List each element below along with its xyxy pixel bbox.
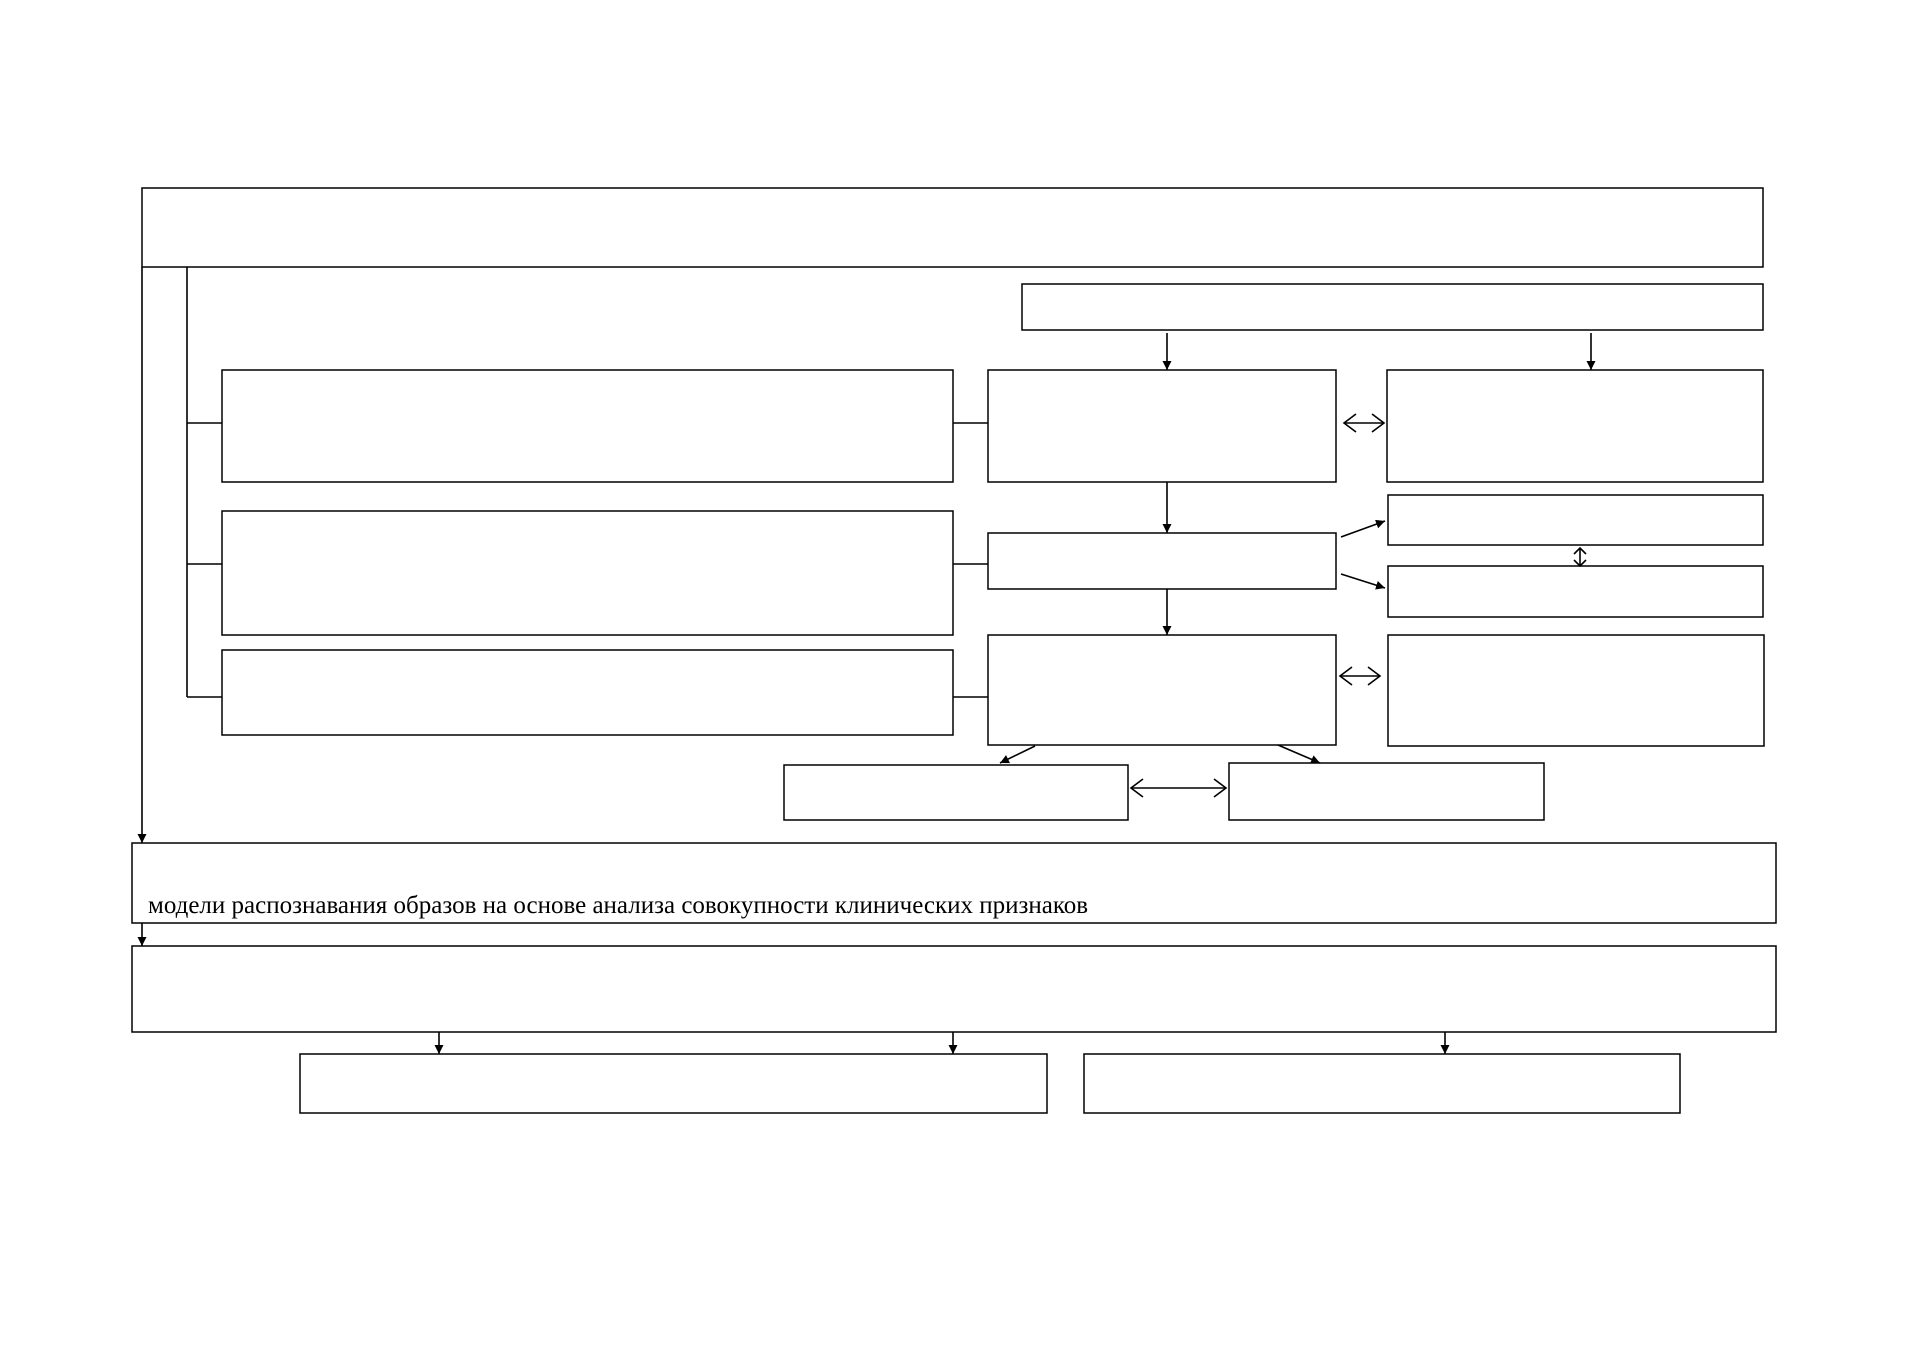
center-box-1	[987, 369, 1337, 483]
pattern-recognition-box	[131, 842, 1777, 924]
left-box-1	[221, 369, 954, 483]
double-arrow-bottom-mid	[1129, 778, 1228, 798]
center-box-2	[987, 532, 1337, 590]
vertical-double-arrow	[1573, 546, 1587, 568]
right-box-1	[1386, 369, 1764, 483]
right-small-box-2	[1387, 565, 1764, 618]
top-banner-box	[141, 187, 1764, 268]
double-arrow-row-3	[1338, 666, 1382, 686]
arrow-center-2-to-small-1	[1340, 519, 1386, 538]
arrow-center-3-to-bottom-left	[999, 745, 1036, 764]
bottom-right-box	[1083, 1053, 1681, 1114]
wide-box-lower	[131, 945, 1777, 1033]
arrow-center-3-to-bottom-right	[1277, 744, 1321, 764]
bottom-left-box	[299, 1053, 1048, 1114]
right-box-3	[1387, 634, 1765, 747]
center-box-3	[987, 634, 1337, 746]
bottom-mid-right-box	[1228, 762, 1545, 821]
left-box-2	[221, 510, 954, 636]
pattern-recognition-label: модели распознавания образов на основе а…	[148, 892, 1088, 919]
left-box-3	[221, 649, 954, 736]
double-arrow-row-1	[1342, 413, 1386, 433]
right-small-box-1	[1387, 494, 1764, 546]
right-header-box	[1021, 283, 1764, 331]
arrow-center-2-to-small-2	[1340, 573, 1386, 590]
bottom-mid-left-box	[783, 764, 1129, 821]
